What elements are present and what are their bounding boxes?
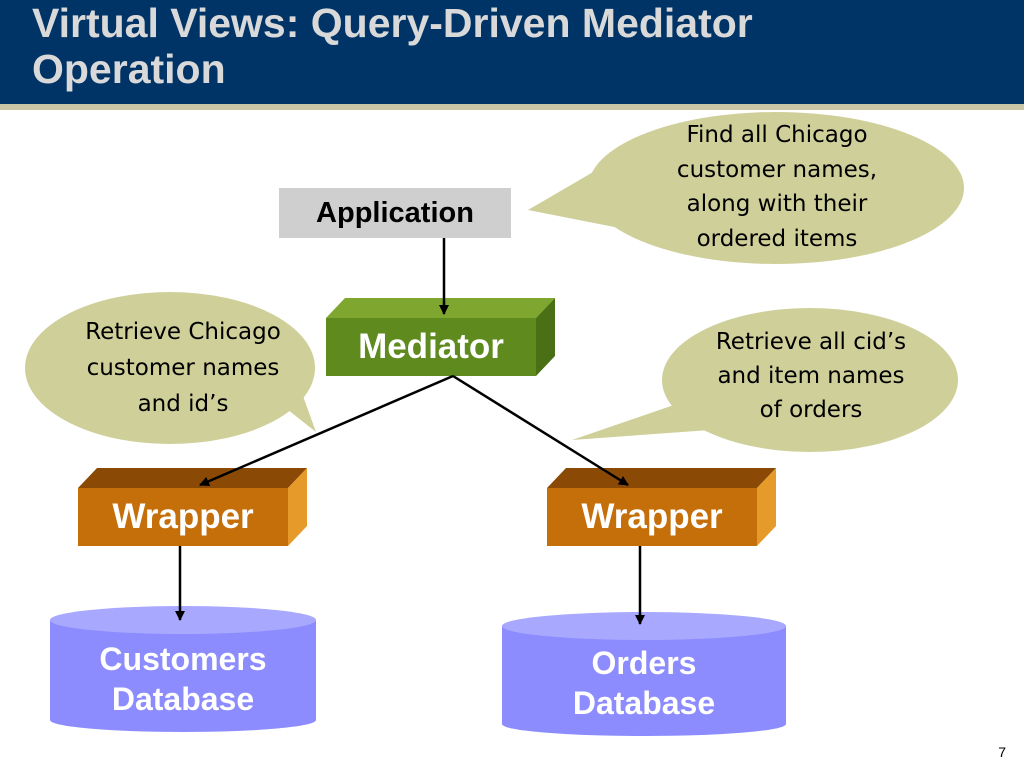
arrow-mediator-to-wrapper-left: [199, 374, 454, 487]
slide-title-line-1: Virtual Views: Query-Driven Mediator: [32, 0, 753, 46]
slide-title: Virtual Views: Query-Driven Mediator Ope…: [32, 0, 1012, 92]
callout-line: Find all Chicago: [686, 122, 868, 148]
wrapper-right-label: Wrapper: [581, 497, 723, 536]
orders-database-label-line-1: Orders: [591, 645, 697, 681]
wrapper-left-label: Wrapper: [112, 497, 254, 536]
orders-database-label-line-2: Database: [572, 685, 716, 721]
customers-database-label: Customers Database: [50, 639, 316, 719]
callout-customers-query-text: Retrieve Chicago customer names and id’s: [38, 314, 328, 422]
page-number: 7: [998, 744, 1006, 760]
callout-line: of orders: [759, 397, 863, 423]
callout-customers-query: [25, 292, 316, 444]
callout-line: and id’s: [137, 391, 229, 417]
callout-line: customer names,: [676, 156, 878, 183]
application-box: Application: [279, 188, 511, 238]
callout-line: Retrieve Chicago: [85, 319, 281, 345]
title-bar: [0, 0, 1024, 104]
customers-database-label-line-2: Database: [111, 681, 255, 717]
callout-orders-query: [572, 308, 958, 452]
callout-orders-query-text: Retrieve all cid’s and item names of ord…: [686, 325, 936, 427]
callout-line: customer names: [86, 355, 280, 381]
callout-application-query-text: Find all Chicago customer names, along w…: [622, 118, 932, 256]
arrow-mediator-to-wrapper-right: [452, 374, 629, 487]
orders-database-cylinder: [502, 612, 786, 736]
title-rule: [0, 104, 1024, 110]
orders-database-label: Orders Database: [502, 643, 786, 723]
callout-line: Retrieve all cid’s: [715, 329, 907, 355]
callout-line: ordered items: [696, 225, 858, 252]
mediator-label: Mediator: [358, 327, 504, 366]
slide-title-line-2: Operation: [32, 46, 226, 92]
callout-application-query: [528, 112, 964, 264]
callout-line: and item names: [717, 363, 905, 389]
wrapper-right-box: [547, 468, 776, 546]
wrapper-left-box: [78, 468, 307, 546]
callout-line: along with their: [686, 191, 868, 217]
customers-database-label-line-1: Customers: [99, 641, 267, 677]
